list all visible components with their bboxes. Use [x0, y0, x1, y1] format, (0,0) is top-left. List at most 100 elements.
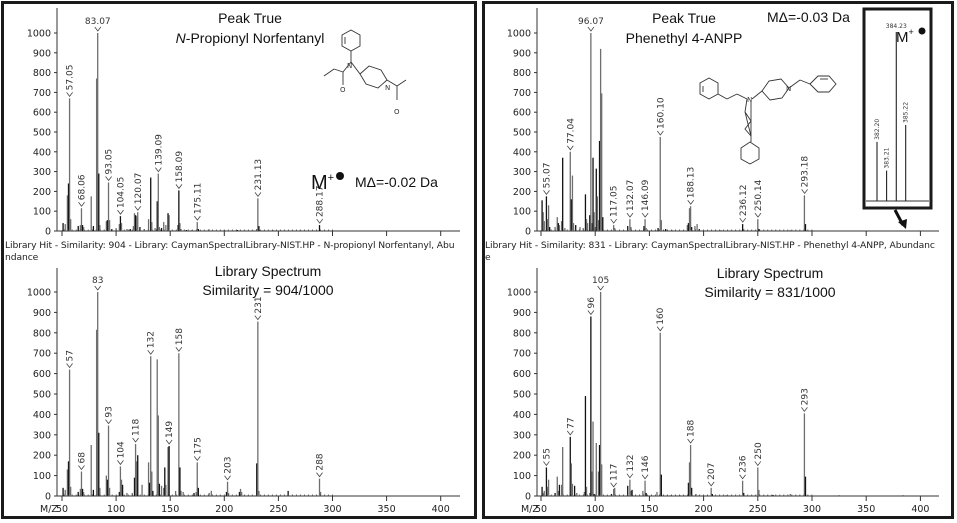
peak-label: 293.18	[801, 156, 811, 188]
peak-label: 158	[175, 328, 185, 345]
peak-label: 160	[656, 307, 666, 324]
peak-label: 104	[116, 441, 126, 458]
atom-o1: O	[340, 86, 346, 94]
peak-marker-icon	[134, 205, 142, 211]
y-tick-label: 500	[513, 128, 531, 139]
peak-label: 175	[193, 437, 203, 454]
peak-marker-icon	[254, 192, 262, 197]
x-tick-label: 400	[911, 504, 929, 515]
x-tick-label: 350	[378, 504, 396, 515]
peak-label: 68.06	[78, 174, 88, 200]
x-tick-label: 150	[161, 504, 179, 515]
inset-peak-label: 383.21	[884, 147, 891, 168]
molecular-ion-inset	[862, 7, 933, 210]
peak-label: 132	[147, 331, 157, 348]
x-tick-label: 50	[535, 504, 547, 515]
peak-marker-icon	[610, 482, 617, 488]
peak-label: 160.10	[656, 97, 666, 129]
peak-marker-icon	[194, 215, 201, 221]
peak-true-title-left: Peak True	[218, 10, 282, 26]
peak-true-title-right: Peak True	[652, 10, 716, 26]
peak-label: 104.05	[116, 177, 126, 209]
similarity-left: Similarity = 904/1000	[202, 282, 333, 298]
peak-label: 93.05	[105, 149, 115, 175]
peak-marker-icon	[626, 212, 634, 218]
peak-label: 83.07	[85, 17, 111, 27]
atom-o2: O	[394, 108, 400, 116]
library-spectrum-title-left: Library Spectrum	[215, 263, 322, 279]
peak-marker-icon	[566, 145, 574, 151]
peak-marker-icon	[117, 460, 124, 466]
peak-marker-icon	[597, 285, 604, 291]
y-tick-label: 0	[45, 227, 51, 238]
y-tick-label: 100	[33, 471, 51, 482]
peak-marker-icon	[254, 315, 262, 321]
peak-marker-icon	[801, 189, 808, 195]
peak-label: 149	[165, 421, 175, 438]
peak-marker-icon	[155, 167, 162, 173]
y-tick-label: 200	[33, 451, 51, 462]
y-tick-label: 900	[513, 308, 531, 319]
peak-label: 231.13	[254, 159, 264, 191]
y-tick-label: 400	[33, 410, 51, 421]
peak-marker-icon	[66, 92, 73, 98]
peak-marker-icon	[754, 212, 762, 218]
peak-label: 132.07	[626, 180, 636, 212]
library-spectrum-title-right: Library Spectrum	[717, 265, 824, 281]
y-tick-label: 500	[33, 390, 51, 401]
y-tick-label: 1000	[27, 29, 51, 40]
peak-marker-icon	[587, 26, 595, 32]
peak-label: 96.07	[578, 17, 604, 27]
y-tick-label: 300	[33, 167, 51, 178]
y-tick-label: 100	[513, 471, 531, 482]
atom-n-piperidine: N	[786, 85, 791, 93]
y-tick-label: 300	[33, 430, 51, 441]
radical-dot-icon	[336, 172, 344, 180]
similarity-right: Similarity = 831/1000	[704, 284, 835, 300]
peak-marker-icon	[78, 201, 85, 207]
peak-marker-icon	[94, 26, 102, 32]
peak-label: 188	[687, 420, 697, 437]
y-tick-label: 900	[33, 308, 51, 319]
peak-marker-icon	[224, 475, 231, 481]
x-tick-label: 350	[857, 504, 875, 515]
inset-peak-label: 385.22	[903, 102, 910, 123]
peak-label: 236.12	[739, 185, 749, 217]
y-tick-label: 600	[33, 108, 51, 119]
peak-label: 236	[739, 455, 749, 472]
peak-marker-icon	[316, 472, 323, 478]
x-tick-label: 50	[56, 504, 68, 515]
x-tick-label: 250	[749, 504, 767, 515]
peak-label: 250	[754, 442, 764, 459]
peak-marker-icon	[739, 474, 746, 480]
peak-marker-icon	[132, 437, 139, 443]
peak-marker-icon	[165, 439, 173, 445]
x-tick-label: 100	[586, 504, 604, 515]
panel-n-propionyl-norfentanyl	[1, 1, 477, 519]
peak-marker-icon	[641, 212, 649, 218]
atom-n-anilino: N	[747, 96, 752, 104]
peak-label: 83	[92, 276, 103, 286]
peak-label: 158.09	[175, 151, 185, 183]
peak-label: 118	[132, 419, 142, 436]
peak-label: 132	[626, 454, 636, 471]
peak-label: 231	[254, 296, 264, 313]
peak-label: 57.05	[66, 65, 76, 91]
xaxis-label-right: M/Z	[521, 504, 539, 515]
y-tick-label: 400	[513, 147, 531, 158]
y-tick-label: 700	[33, 349, 51, 360]
peak-label: 288.17	[316, 186, 326, 218]
atom-n2: N	[385, 84, 390, 92]
peak-label: 68	[77, 452, 87, 464]
y-tick-label: 700	[513, 349, 531, 360]
arrow-down-icon	[898, 219, 907, 229]
y-tick-label: 100	[33, 207, 51, 218]
peak-marker-icon	[610, 218, 618, 224]
peak-label: 117.05	[610, 186, 620, 218]
y-tick-label: 200	[513, 187, 531, 198]
peak-marker-icon	[316, 218, 324, 224]
library-hit-line-right: Library Hit - Similarity: 831 - Library:…	[485, 240, 935, 251]
